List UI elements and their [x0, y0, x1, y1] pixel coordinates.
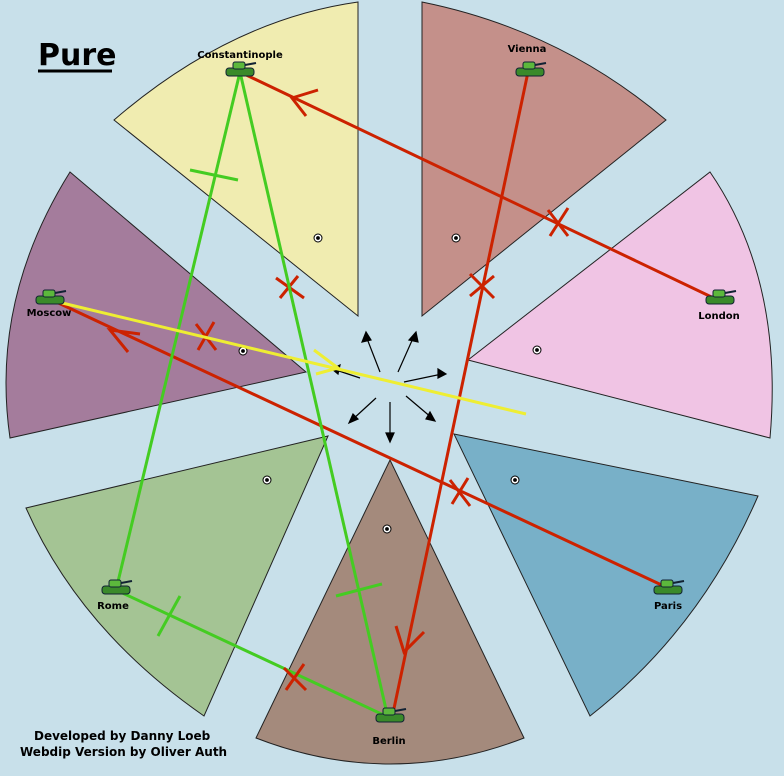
- order-move-paris-moscow: [51, 298, 669, 590]
- order-move-rome-berlin: [115, 588, 391, 720]
- label-rome: Rome: [97, 601, 129, 612]
- army-tank-icon[interactable]: [375, 707, 407, 723]
- credit-developer: Developed by Danny Loeb: [34, 729, 211, 743]
- order-move-london-constantinople: [239, 70, 723, 304]
- order-failed-x-icon: [468, 272, 496, 300]
- order-failed-x-icon: [282, 663, 308, 692]
- order-move-vienna-berlin: [390, 71, 530, 719]
- army-tank-icon[interactable]: [705, 289, 737, 305]
- territory-constantinople[interactable]: [113, 1, 359, 318]
- order-tick: [189, 168, 239, 182]
- map-title: Pure: [38, 38, 117, 73]
- territory-london[interactable]: [466, 171, 773, 439]
- army-tank-icon[interactable]: [515, 61, 547, 77]
- supply-center-icon: [382, 524, 392, 534]
- supply-center-markers: [238, 233, 542, 534]
- order-arrowhead: [394, 625, 426, 655]
- territory-labels: Constantinople Vienna London Paris Berli…: [27, 44, 740, 747]
- territory-paris[interactable]: [453, 433, 759, 717]
- supply-center-icon: [532, 345, 542, 355]
- label-paris: Paris: [654, 601, 682, 612]
- order-failed-x-icon: [546, 207, 570, 237]
- label-constantinople: Constantinople: [197, 50, 283, 61]
- order-arrowhead: [106, 328, 141, 353]
- order-failed-x-icon: [448, 477, 472, 507]
- supply-center-icon: [313, 233, 323, 243]
- label-berlin: Berlin: [372, 736, 405, 747]
- label-moscow: Moscow: [27, 308, 72, 319]
- label-london: London: [698, 311, 740, 322]
- order-lines: [51, 70, 723, 720]
- order-support-berlin-constantinople: [238, 71, 390, 719]
- order-retreat-moscow: [57, 300, 527, 416]
- label-vienna: Vienna: [508, 44, 547, 55]
- territory-rome[interactable]: [25, 435, 329, 717]
- supply-center-icon: [451, 233, 461, 243]
- territory-moscow[interactable]: [5, 171, 308, 439]
- center-compass-arrows: [330, 330, 448, 444]
- order-tick: [156, 595, 182, 637]
- supply-center-icon: [510, 475, 520, 485]
- order-arrowhead: [289, 88, 319, 117]
- supply-center-icon: [262, 475, 272, 485]
- order-arrowhead: [313, 348, 342, 376]
- army-tank-icon[interactable]: [225, 61, 257, 77]
- unit-markers: [35, 61, 737, 723]
- credit-webdip: Webdip Version by Oliver Auth: [20, 745, 227, 759]
- army-tank-icon[interactable]: [35, 289, 67, 305]
- order-tick: [335, 582, 383, 598]
- army-tank-icon[interactable]: [101, 579, 133, 595]
- army-tank-icon[interactable]: [653, 579, 685, 595]
- territory-vienna[interactable]: [421, 1, 667, 318]
